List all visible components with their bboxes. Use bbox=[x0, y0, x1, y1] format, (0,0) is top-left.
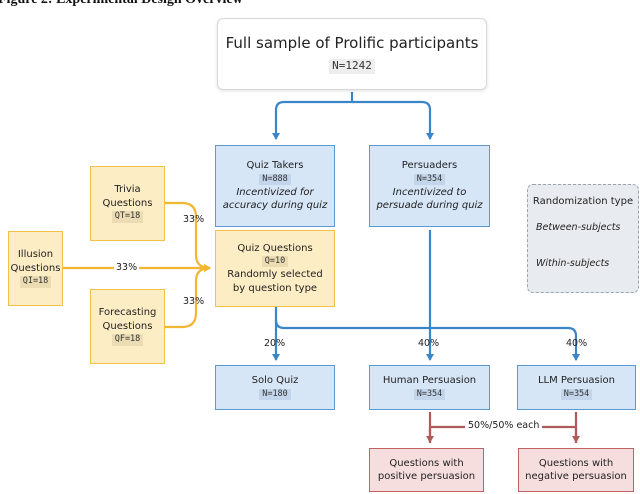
legend-between-label: Between-subjects bbox=[536, 222, 621, 233]
illusion-n: QI=18 bbox=[19, 276, 52, 288]
trivia-line bbox=[165, 201, 211, 272]
quiz-questions-desc: Randomly selected by question type bbox=[227, 269, 323, 294]
solo-quiz-box: Solo Quiz N=180 bbox=[215, 365, 335, 410]
illusion-pct: 33% bbox=[114, 262, 140, 273]
persuaders-n: N=354 bbox=[413, 173, 446, 185]
solo-n: N=180 bbox=[259, 388, 291, 400]
split-pct: 50%/50% each bbox=[465, 420, 543, 431]
quiz-questions-box: Quiz Questions Q=10 Randomly selected by… bbox=[215, 230, 335, 307]
legend-within-label: Within-subjects bbox=[536, 258, 610, 269]
human-n: N=354 bbox=[413, 388, 446, 400]
full-sample-box: Full sample of Prolific participants N=1… bbox=[217, 18, 487, 90]
quiz-questions-n: Q=10 bbox=[261, 256, 289, 268]
illusion-questions-box: Illusion Questions QI=18 bbox=[8, 231, 63, 306]
quiz-takers-title: Quiz Takers bbox=[246, 160, 304, 172]
quiz-takers-box: Quiz Takers N=888 Incentivized for accur… bbox=[215, 145, 335, 227]
negative-persuasion-box: Questions with negative persuasion bbox=[518, 448, 634, 492]
positive-persuasion-box: Questions with positive persuasion bbox=[369, 448, 484, 492]
forecasting-title: Forecasting Questions bbox=[98, 307, 157, 332]
persuaders-desc: Incentivized to persuade during quiz bbox=[376, 186, 483, 212]
legend-box: Randomization type bbox=[527, 184, 639, 293]
quiz-takers-desc: Incentivized for accuracy during quiz bbox=[222, 186, 328, 212]
human-persuasion-box: Human Persuasion N=354 bbox=[369, 365, 490, 410]
human-pct: 40% bbox=[418, 338, 440, 349]
human-title: Human Persuasion bbox=[382, 375, 477, 387]
quiz-questions-title: Quiz Questions bbox=[237, 242, 313, 254]
trivia-title: Trivia Questions bbox=[102, 184, 153, 209]
llm-pct: 40% bbox=[566, 338, 588, 349]
top-split-line bbox=[272, 92, 354, 140]
full-sample-n: N=1242 bbox=[329, 58, 375, 74]
trivia-pct: 33% bbox=[183, 214, 205, 225]
trivia-questions-box: Trivia Questions QT=18 bbox=[90, 166, 165, 241]
persuaders-box: Persuaders N=354 Incentivized to persuad… bbox=[369, 145, 490, 227]
solo-title: Solo Quiz bbox=[251, 375, 299, 387]
quiz-takers-n: N=888 bbox=[259, 173, 291, 185]
forecasting-pct: 33% bbox=[183, 296, 205, 307]
llm-persuasion-box: LLM Persuasion N=354 bbox=[517, 365, 636, 410]
figure-title: Figure 2: Experimental Design Overview bbox=[0, 0, 243, 8]
full-sample-title: Full sample of Prolific participants bbox=[225, 34, 479, 53]
forecasting-questions-box: Forecasting Questions QF=18 bbox=[90, 289, 165, 364]
legend-title: Randomization type bbox=[532, 196, 634, 207]
positive-title: Questions with positive persuasion bbox=[377, 457, 476, 483]
llm-title: LLM Persuasion bbox=[537, 375, 615, 387]
forecasting-line bbox=[165, 264, 211, 329]
forecasting-n: QF=18 bbox=[111, 334, 144, 346]
trivia-n: QT=18 bbox=[111, 211, 144, 223]
llm-n: N=354 bbox=[560, 388, 593, 400]
solo-pct: 20% bbox=[264, 338, 286, 349]
illusion-title: Illusion Questions bbox=[10, 249, 61, 274]
persuaders-title: Persuaders bbox=[401, 160, 458, 172]
negative-title: Questions with negative persuasion bbox=[525, 457, 627, 483]
